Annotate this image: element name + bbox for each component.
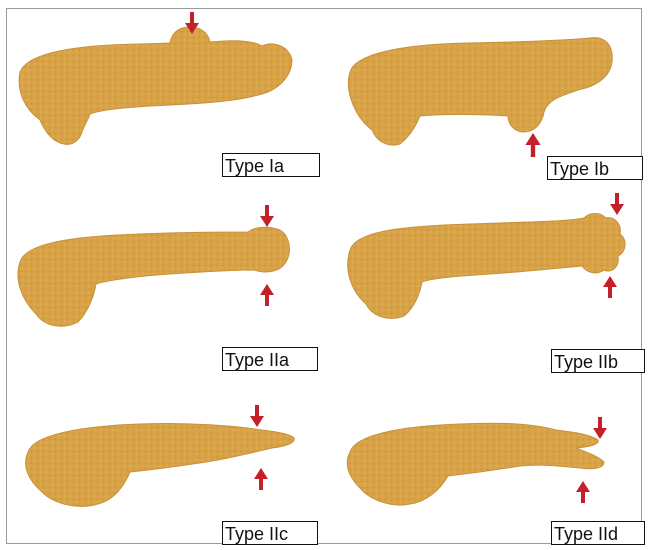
pancreas-shape-ib [348,38,612,145]
arrow-up-icon [254,468,268,490]
label-type-iic: Type IIc [222,521,318,545]
panel-type-iid [347,417,607,505]
arrow-down-icon [250,405,264,427]
pancreas-shape-ia [19,27,292,144]
arrow-up-icon [576,481,590,503]
label-type-iia: Type IIa [222,347,318,371]
label-type-ia: Type Ia [222,153,320,177]
label-type-ib: Type Ib [547,156,643,180]
arrow-down-icon [610,193,624,215]
panel-type-iib [348,193,625,318]
arrow-down-icon [593,417,607,439]
panel-type-iia [18,205,289,326]
pancreas-shape-iia [18,227,289,326]
arrow-down-icon [260,205,274,227]
panel-type-ia [19,12,292,144]
pancreas-shape-iib [348,214,625,319]
arrow-up-icon [525,133,540,157]
pancreas-shape-iid [347,423,604,505]
label-type-iid: Type IId [551,521,645,545]
panel-type-iic [26,405,295,506]
panel-type-ib [348,38,612,157]
arrow-up-icon [603,276,617,298]
pancreas-shape-iic [26,423,295,506]
arrow-up-icon [260,284,274,306]
label-type-iib: Type IIb [551,349,645,373]
